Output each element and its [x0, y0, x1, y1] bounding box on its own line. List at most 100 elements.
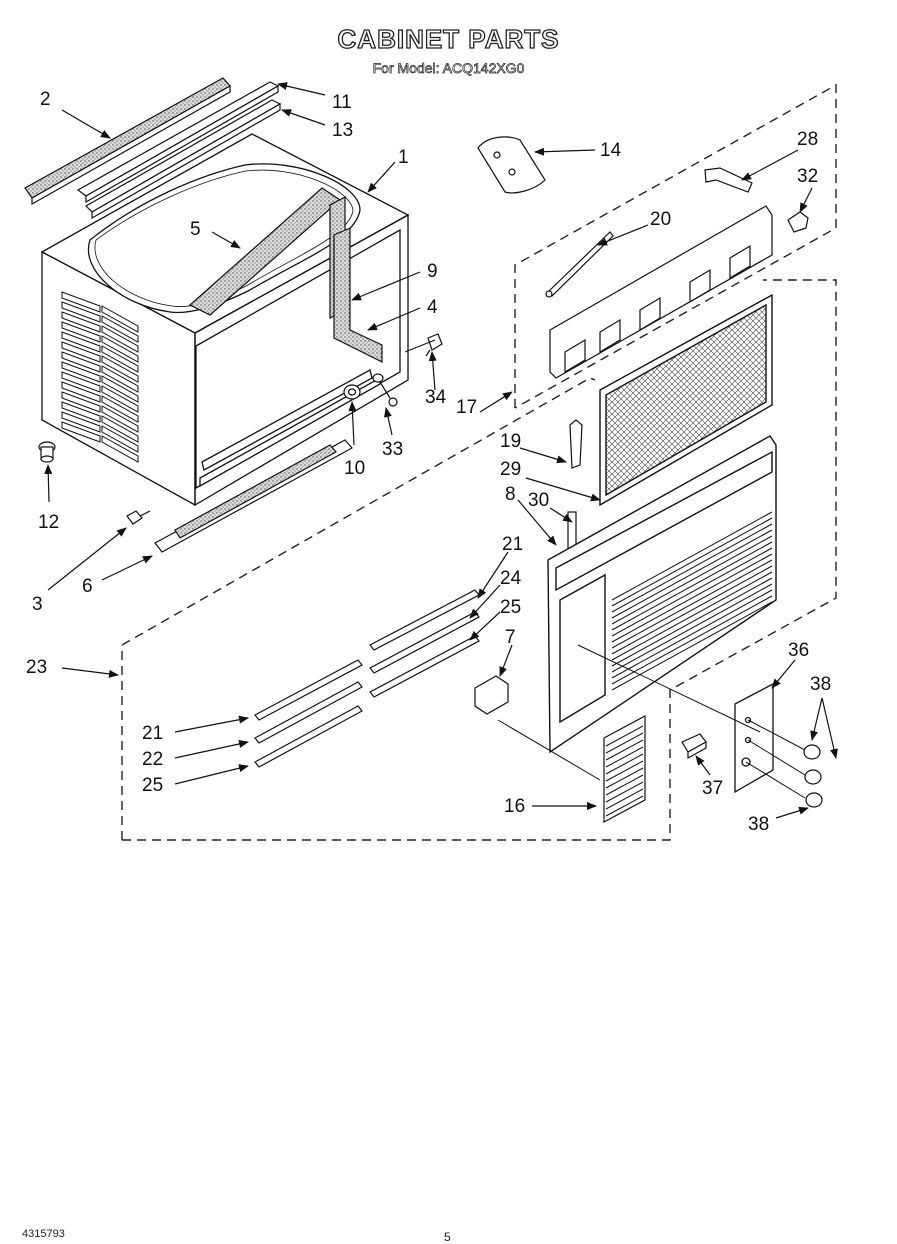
cabinet-louver-11 — [61, 391, 101, 413]
part-19-bracket — [569, 419, 583, 469]
callout-24: 24 — [500, 568, 522, 589]
callout-36: 36 — [788, 640, 809, 661]
part-20-rod — [545, 231, 614, 298]
callout-13: 13 — [332, 120, 353, 141]
grille-louver-14 — [611, 589, 773, 679]
callout-34: 34 — [425, 387, 447, 408]
cabinet-louver-10 — [61, 381, 101, 403]
leader-7 — [499, 644, 513, 677]
boundary-23-bottom — [122, 279, 837, 841]
leader-25b — [174, 764, 249, 785]
callout-2: 2 — [40, 89, 51, 110]
side-louver-line-2 — [605, 732, 644, 754]
side-louver-line-4 — [605, 746, 644, 768]
callout-3: 3 — [32, 594, 43, 615]
slats-group — [254, 589, 480, 768]
cabinet-louver-1 — [61, 291, 101, 313]
leader-22 — [174, 740, 249, 759]
model-subtitle: For Model: ACQ142XG0 — [372, 60, 525, 77]
side-louver-line-3 — [605, 739, 644, 761]
callout-19: 19 — [500, 431, 521, 452]
grille-louver-6 — [611, 541, 773, 631]
cabinet-louver-r-1 — [101, 305, 139, 333]
cabinet-louver-12 — [61, 401, 101, 423]
side-louver-line-9 — [605, 781, 644, 803]
cabinet-louver-r-13 — [101, 425, 139, 453]
cabinet-louver-r-3 — [101, 325, 139, 353]
part-38-knobs — [803, 744, 823, 808]
leader-21b — [174, 715, 249, 733]
callout-20: 20 — [650, 209, 671, 230]
cabinet-louver-r-4 — [101, 335, 139, 363]
leader-29 — [525, 477, 601, 502]
leader-19 — [519, 447, 567, 464]
part-36-control-panel — [734, 682, 774, 794]
part-8-grille-louvers — [611, 511, 773, 691]
callout-4: 4 — [427, 297, 438, 318]
boundary-17 — [514, 83, 837, 409]
leader-25a — [469, 611, 501, 641]
slat-25-lower — [254, 705, 363, 768]
leader-10 — [348, 401, 357, 446]
cabinet-louver-6 — [61, 341, 101, 363]
callout-28: 28 — [797, 129, 818, 150]
part-29-filter — [599, 293, 773, 507]
leader-12 — [44, 464, 53, 503]
part-17-frame — [549, 205, 773, 379]
callout-10: 10 — [344, 458, 365, 479]
callout-12: 12 — [38, 512, 59, 533]
leader-13 — [281, 109, 326, 126]
leader-17 — [479, 391, 513, 413]
explosion-lines — [404, 339, 806, 799]
callout-25b: 25 — [142, 775, 163, 796]
cabinet-louver-8 — [61, 361, 101, 383]
leader-20 — [597, 224, 649, 246]
leader-11 — [277, 82, 326, 96]
page-number: 5 — [444, 1230, 451, 1244]
cabinet-louver-4 — [61, 321, 101, 343]
grille-louver-13 — [611, 583, 773, 673]
cabinet-louver-r-5 — [101, 345, 139, 373]
group-boundaries — [121, 83, 837, 841]
cabinet-louver-r-9 — [101, 385, 139, 413]
leader-38c — [775, 806, 809, 819]
grille-louver-1 — [611, 511, 773, 601]
cabinet-louver-2 — [61, 301, 101, 323]
callout-7: 7 — [505, 627, 516, 648]
callout-33: 33 — [382, 439, 403, 460]
leader-1 — [367, 161, 396, 193]
callout-21b: 21 — [142, 723, 163, 744]
callout-37: 37 — [702, 778, 723, 799]
callout-32: 32 — [797, 166, 818, 187]
grille-louver-16 — [611, 601, 773, 691]
part-2-top-strip — [24, 77, 231, 206]
part-3-screw — [126, 510, 151, 525]
callout-30: 30 — [528, 490, 549, 511]
callout-5: 5 — [190, 219, 201, 240]
callout-21a: 21 — [502, 534, 523, 555]
grille-louver-10 — [611, 565, 773, 655]
part-12-foot — [38, 441, 56, 463]
slat-25-upper — [369, 635, 480, 698]
leader-5 — [211, 231, 241, 249]
side-louver-line-1 — [605, 725, 644, 747]
callout-38b: 38 — [748, 814, 769, 835]
grille-louver-2 — [611, 517, 773, 607]
part-6-bottom-strip — [154, 439, 353, 553]
cabinet-louver-r-2 — [101, 315, 139, 343]
cabinet-louver-r-8 — [101, 375, 139, 403]
part-number: 4315793 — [22, 1228, 65, 1240]
callout-1: 1 — [398, 147, 409, 168]
leader-6 — [101, 555, 153, 581]
part-16-side-louver — [603, 714, 646, 824]
callout-9: 9 — [427, 261, 438, 282]
callout-23: 23 — [26, 657, 47, 678]
part-37-knob — [681, 733, 707, 760]
leader-32 — [799, 187, 813, 213]
leader-14 — [534, 147, 596, 156]
leader-34 — [428, 351, 437, 391]
leader-23 — [61, 667, 119, 678]
cabinet-louver-r-7 — [101, 365, 139, 393]
cabinet-louver-14 — [61, 421, 101, 443]
